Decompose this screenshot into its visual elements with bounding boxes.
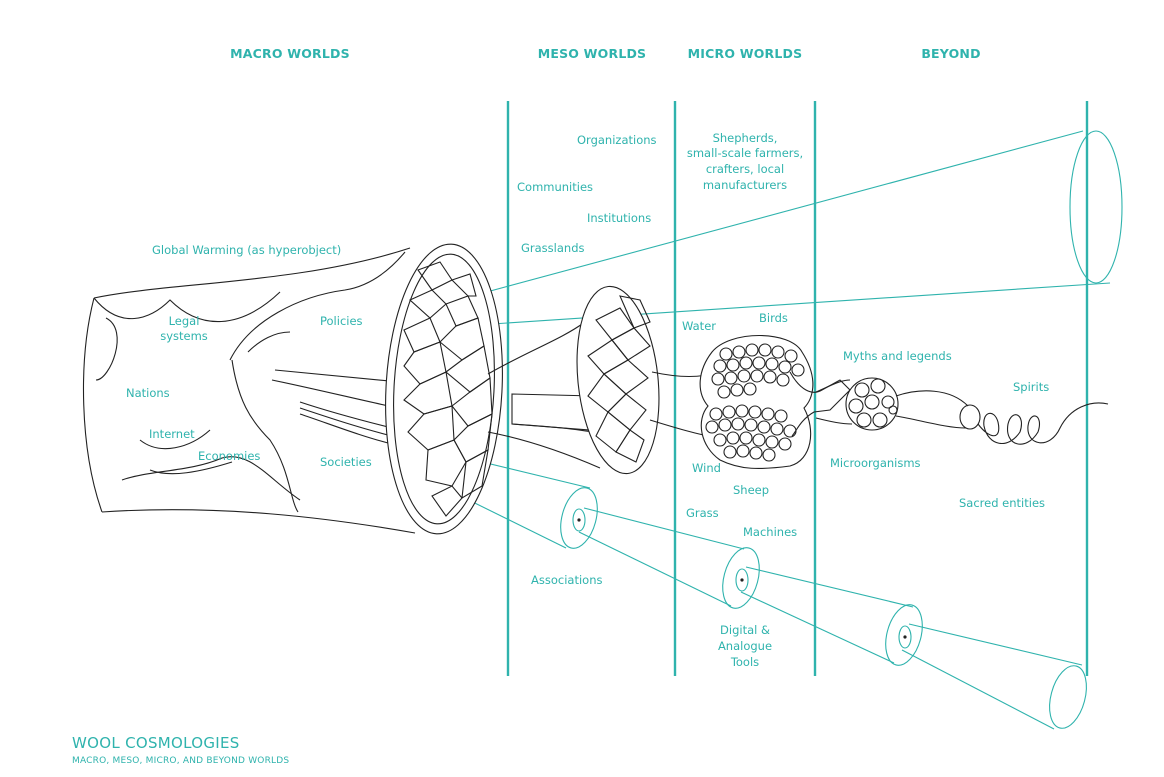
label-legal-systems-line2: systems bbox=[160, 329, 208, 343]
label-shepherds-line1: Shepherds, bbox=[713, 131, 778, 145]
label-birds: Birds bbox=[759, 311, 788, 325]
macro-cylinder bbox=[83, 243, 503, 535]
far-ellipse-top bbox=[1069, 130, 1123, 284]
label-associations: Associations bbox=[531, 573, 602, 587]
label-internet: Internet bbox=[149, 427, 195, 441]
fibre-circles bbox=[705, 343, 805, 462]
label-shepherds-line2: small-scale farmers, bbox=[687, 146, 803, 160]
label-tools-line3: Tools bbox=[730, 655, 759, 669]
label-policies: Policies bbox=[320, 314, 363, 328]
label-global-warming: Global Warming (as hyperobject) bbox=[152, 243, 341, 257]
label-societies: Societies bbox=[320, 455, 372, 469]
label-water: Water bbox=[682, 319, 716, 333]
label-wind: Wind bbox=[692, 461, 721, 475]
label-tools-line2: Analogue bbox=[718, 639, 772, 653]
projection-cones bbox=[410, 130, 1123, 730]
header-beyond: BEYOND bbox=[921, 46, 980, 61]
meso-funnel bbox=[487, 285, 721, 475]
label-sheep: Sheep bbox=[733, 483, 769, 497]
label-sacred-entities: Sacred entities bbox=[959, 496, 1045, 510]
beyond-spiral bbox=[815, 377, 1109, 445]
column-dividers bbox=[506, 101, 1089, 676]
label-spirits: Spirits bbox=[1013, 380, 1049, 394]
label-myths-legends: Myths and legends bbox=[843, 349, 952, 363]
label-institutions: Institutions bbox=[587, 211, 651, 225]
label-shepherds-line3: crafters, local bbox=[706, 162, 784, 176]
label-grass: Grass bbox=[686, 506, 719, 520]
label-microorganisms: Microorganisms bbox=[830, 456, 921, 470]
label-organizations: Organizations bbox=[577, 133, 657, 147]
header-meso-worlds: MESO WORLDS bbox=[538, 46, 647, 61]
label-communities: Communities bbox=[517, 180, 593, 194]
world-labels: Global Warming (as hyperobject) Legal sy… bbox=[126, 131, 1049, 669]
label-legal-systems-line1: Legal bbox=[169, 314, 200, 328]
micro-fibre-bundle bbox=[699, 335, 851, 469]
label-economies: Economies bbox=[198, 449, 260, 463]
header-micro-worlds: MICRO WORLDS bbox=[688, 46, 803, 61]
diagram-subtitle: MACRO, MESO, MICRO, AND BEYOND WORLDS bbox=[72, 756, 289, 766]
label-machines: Machines bbox=[743, 525, 797, 539]
label-nations: Nations bbox=[126, 386, 170, 400]
header-macro-worlds: MACRO WORLDS bbox=[230, 46, 350, 61]
label-shepherds-line4: manufacturers bbox=[703, 178, 787, 192]
diagram-title: WOOL COSMOLOGIES bbox=[72, 734, 240, 752]
label-grasslands: Grasslands bbox=[521, 241, 585, 255]
label-tools-line1: Digital & bbox=[720, 623, 770, 637]
